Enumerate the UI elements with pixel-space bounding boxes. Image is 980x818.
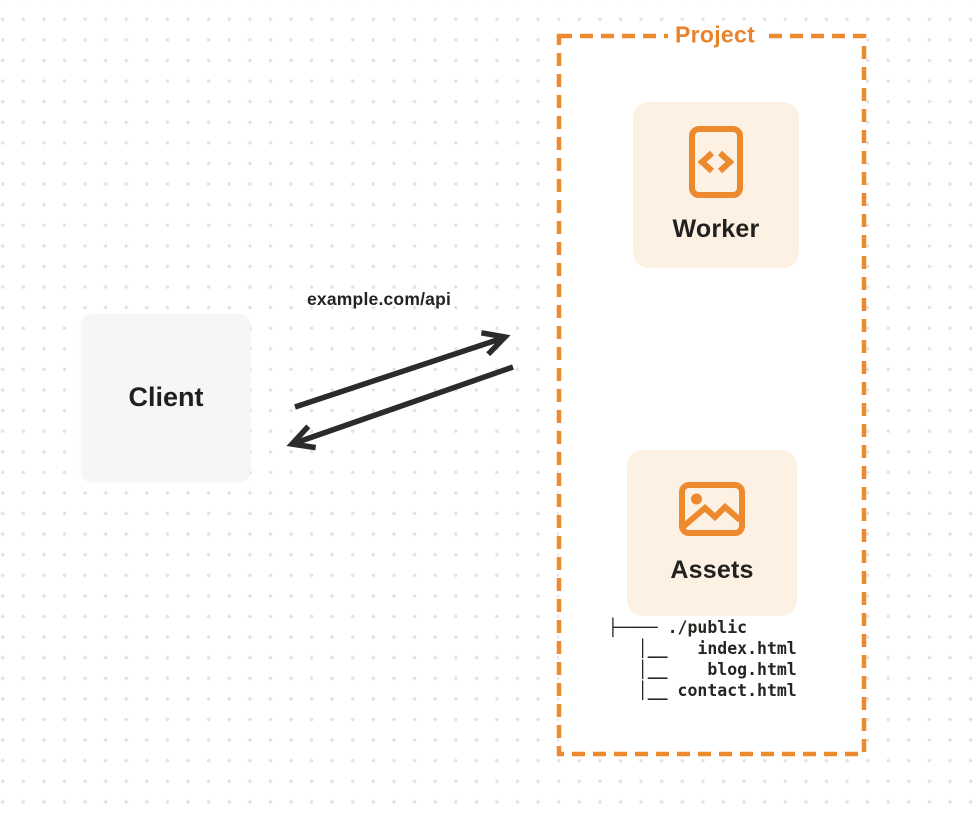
worker-node: Worker [633,102,799,268]
assets-label: Assets [670,555,754,584]
project-group-label: Project [667,20,763,50]
code-file-icon [689,126,743,198]
assets-file-tree: ├──── ./public │__ index.html │__ blog.h… [608,618,797,700]
image-icon [679,481,745,536]
request-url-label: example.com/api [307,289,452,309]
response-arrow [286,364,514,451]
client-node: Client [82,314,250,481]
assets-node: Assets [627,450,797,616]
request-arrow [294,330,511,410]
client-label: Client [128,382,204,412]
worker-label: Worker [672,215,760,243]
